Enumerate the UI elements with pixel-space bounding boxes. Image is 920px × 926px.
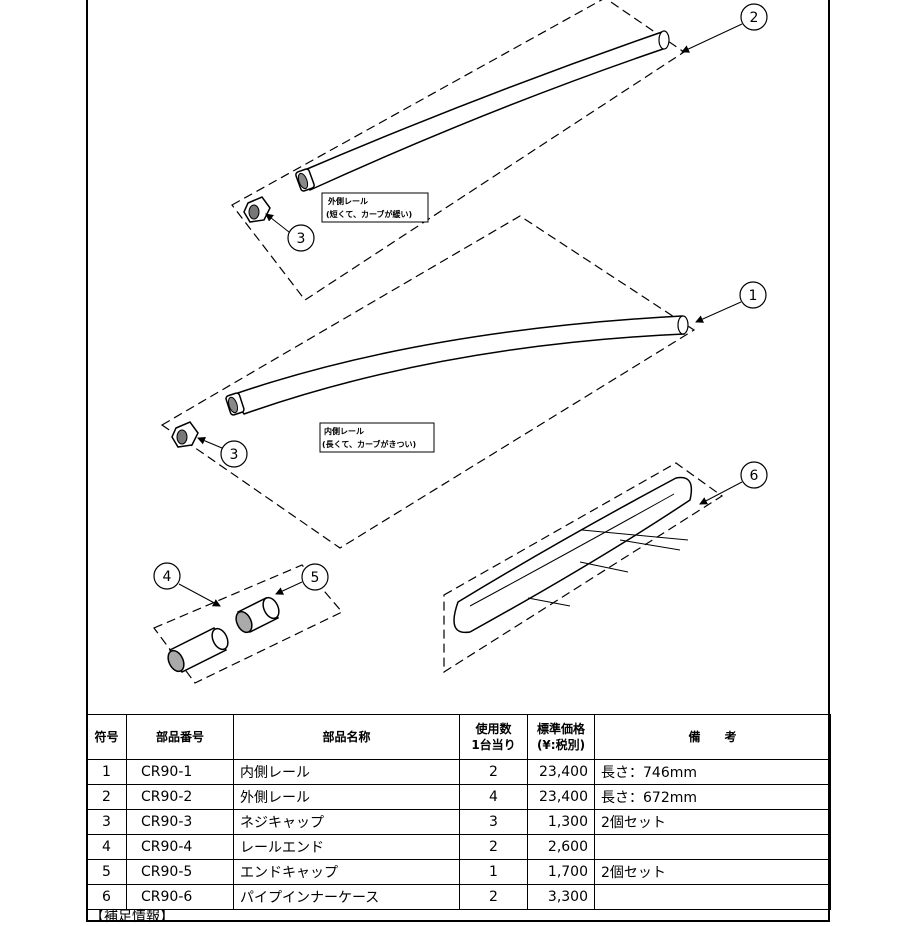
- screw-cap-part: [243, 196, 271, 223]
- svg-text:5: 5: [311, 570, 320, 586]
- callout-5: 5: [275, 563, 329, 595]
- pipe-inner-case: [453, 476, 693, 634]
- callout-3-lower: 3: [197, 437, 248, 468]
- svg-text:3: 3: [297, 231, 306, 247]
- inner-rail-label: 内側レール: [324, 426, 364, 436]
- exploded-parts-diagram: 外側レール (短くて、カーブが緩い) 2 3 内側レール (長くて、カーブがきつ…: [153, 0, 768, 684]
- pipe-case-dashed-boundary: [443, 462, 724, 674]
- table-row: 5 CR90-5 エンドキャップ 1 1,700 2個セット: [86, 859, 831, 885]
- svg-text:6: 6: [750, 468, 759, 484]
- rail-end-group: 4 5: [153, 562, 343, 684]
- outer-rail-label: 外側レール: [328, 196, 368, 206]
- table-row: 1 CR90-1 内側レール 2 23,400 長さ：746mm: [86, 759, 831, 785]
- screw-cap-part-lower: [171, 421, 199, 448]
- header-code: 部品番号: [126, 714, 234, 760]
- outer-rail-dashed-boundary: [231, 0, 686, 301]
- inner-rail-label-box: 内側レール (長くて、カーブがきつい): [319, 422, 435, 453]
- outer-rail-tube: [298, 31, 667, 191]
- header-num: 符号: [86, 714, 127, 760]
- table-row: 4 CR90-4 レールエンド 2 2,600: [86, 834, 831, 860]
- table-row: 2 CR90-2 外側レール 4 23,400 長さ：672mm: [86, 784, 831, 810]
- inner-rail-dashed-boundary: [160, 215, 696, 549]
- inner-rail-group: 内側レール (長くて、カーブがきつい) 1 3: [160, 215, 767, 549]
- outer-rail-label-box: 外側レール (短くて、カーブが緩い): [321, 192, 429, 223]
- callout-2: 2: [681, 3, 768, 53]
- callout-6: 6: [699, 461, 768, 505]
- callout-3-upper: 3: [265, 213, 315, 252]
- rail-end-part: [167, 627, 229, 673]
- supplement-heading: 【補足情報】: [90, 909, 174, 925]
- callout-1: 1: [695, 281, 767, 323]
- outer-rail-sublabel: (短くて、カーブが緩い): [326, 209, 412, 219]
- pipe-inner-case-group: 6: [443, 461, 768, 674]
- callout-4: 4: [153, 562, 221, 607]
- inner-rail-tube: [230, 315, 685, 415]
- svg-text:3: 3: [230, 447, 239, 463]
- svg-text:4: 4: [163, 569, 172, 585]
- header-note: 備 考: [594, 714, 831, 760]
- inner-rail-sublabel: (長くて、カーブがきつい): [322, 439, 416, 449]
- svg-text:2: 2: [750, 10, 759, 26]
- end-cap-part: [235, 596, 280, 634]
- table-row: 3 CR90-3 ネジキャップ 3 1,300 2個セット: [86, 809, 831, 835]
- header-price: 標準価格(¥:税別): [527, 714, 595, 760]
- svg-text:1: 1: [749, 288, 758, 304]
- header-name: 部品名称: [233, 714, 460, 760]
- outer-rail-group: 外側レール (短くて、カーブが緩い) 2 3: [231, 0, 768, 301]
- table-row: 6 CR90-6 パイプインナーケース 2 3,300: [86, 884, 831, 910]
